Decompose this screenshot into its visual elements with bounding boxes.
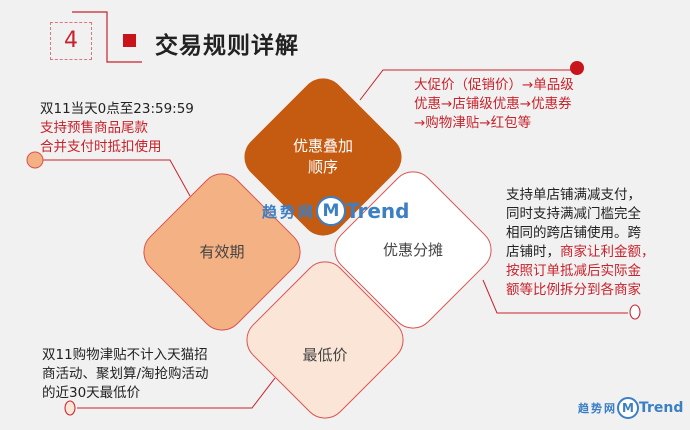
note-line: 支持单店铺满减支付， <box>506 187 641 203</box>
note-line: 优惠→店铺级优惠→优惠券 <box>414 96 572 112</box>
connector-dot-bottom <box>64 400 76 416</box>
note-line: →购物津贴→红包等 <box>414 115 532 131</box>
note-line: 支持预售商品尾款 <box>40 120 148 136</box>
connector-top-right <box>359 69 572 101</box>
diamond-right-label: 优惠分摊 <box>382 241 443 259</box>
note-line: 合并支付时抵扣使用 <box>40 139 162 155</box>
note-line: 按照订单抵减后实际金 <box>506 263 641 279</box>
note-bottom: 双11购物津贴不计入天猫招 商活动、聚划算/淘抢购活动 的近30天最低价 <box>42 346 209 403</box>
logo-cn: 趋势网 <box>578 402 617 415</box>
title-square-icon <box>123 34 136 47</box>
logo-m-icon: M <box>316 196 347 226</box>
label-line: 优惠叠加 <box>292 137 353 155</box>
note-line: 商活动、聚划算/淘抢购活动 <box>42 366 209 382</box>
header-bracket-line <box>72 11 142 63</box>
note-text-highlight: 商家让利金额， <box>560 244 655 260</box>
note-line: 双11购物津贴不计入天猫招 <box>42 347 208 363</box>
note-text: 店铺时， <box>506 244 560 260</box>
logo-cn: 趋势网 <box>262 202 317 221</box>
diamond-left-label: 有效期 <box>199 243 245 261</box>
connector-dot-left <box>26 151 44 169</box>
section-number: 4 <box>50 22 92 60</box>
connector-left <box>42 159 191 197</box>
diamond-bottom-label: 最低价 <box>302 346 348 364</box>
logo-en: Trend <box>346 199 410 223</box>
note-right: 支持单店铺满减支付， 同时支持满减门槛完全 相同的跨店铺使用。跨 店铺时，商家让… <box>506 186 655 300</box>
note-line: 额等比例拆分到各商家 <box>506 282 641 298</box>
connector-right <box>482 279 628 314</box>
note-line: 店铺时，商家让利金额， <box>506 243 655 262</box>
connector-dot-right <box>629 304 641 320</box>
connector-bottom <box>77 377 276 409</box>
note-line: 同时支持满减门槛完全 <box>506 206 641 222</box>
connector-dot-top-right <box>570 61 584 75</box>
note-line: 的近30天最低价 <box>42 385 141 401</box>
note-line: 大促价（促销价）→单品级 <box>414 77 574 93</box>
diamond-top-label: 优惠叠加 顺序 <box>263 136 383 178</box>
logo-m-icon: M <box>617 397 639 419</box>
label-line: 顺序 <box>307 158 338 176</box>
note-line: 双11当天0点至23:59:59 <box>40 101 194 117</box>
note-left: 双11当天0点至23:59:59 支持预售商品尾款 合并支付时抵扣使用 <box>40 100 194 157</box>
page-title: 交易规则详解 <box>155 33 299 59</box>
note-top-right: 大促价（促销价）→单品级 优惠→店铺级优惠→优惠券 →购物津贴→红包等 <box>414 76 574 133</box>
watermark-logo-center: 趋势网 M Trend <box>262 196 409 226</box>
logo-en: Trend <box>639 400 684 416</box>
note-line: 相同的跨店铺使用。跨 <box>506 225 641 241</box>
watermark-logo-corner: 趋势网 M Trend <box>578 397 683 419</box>
